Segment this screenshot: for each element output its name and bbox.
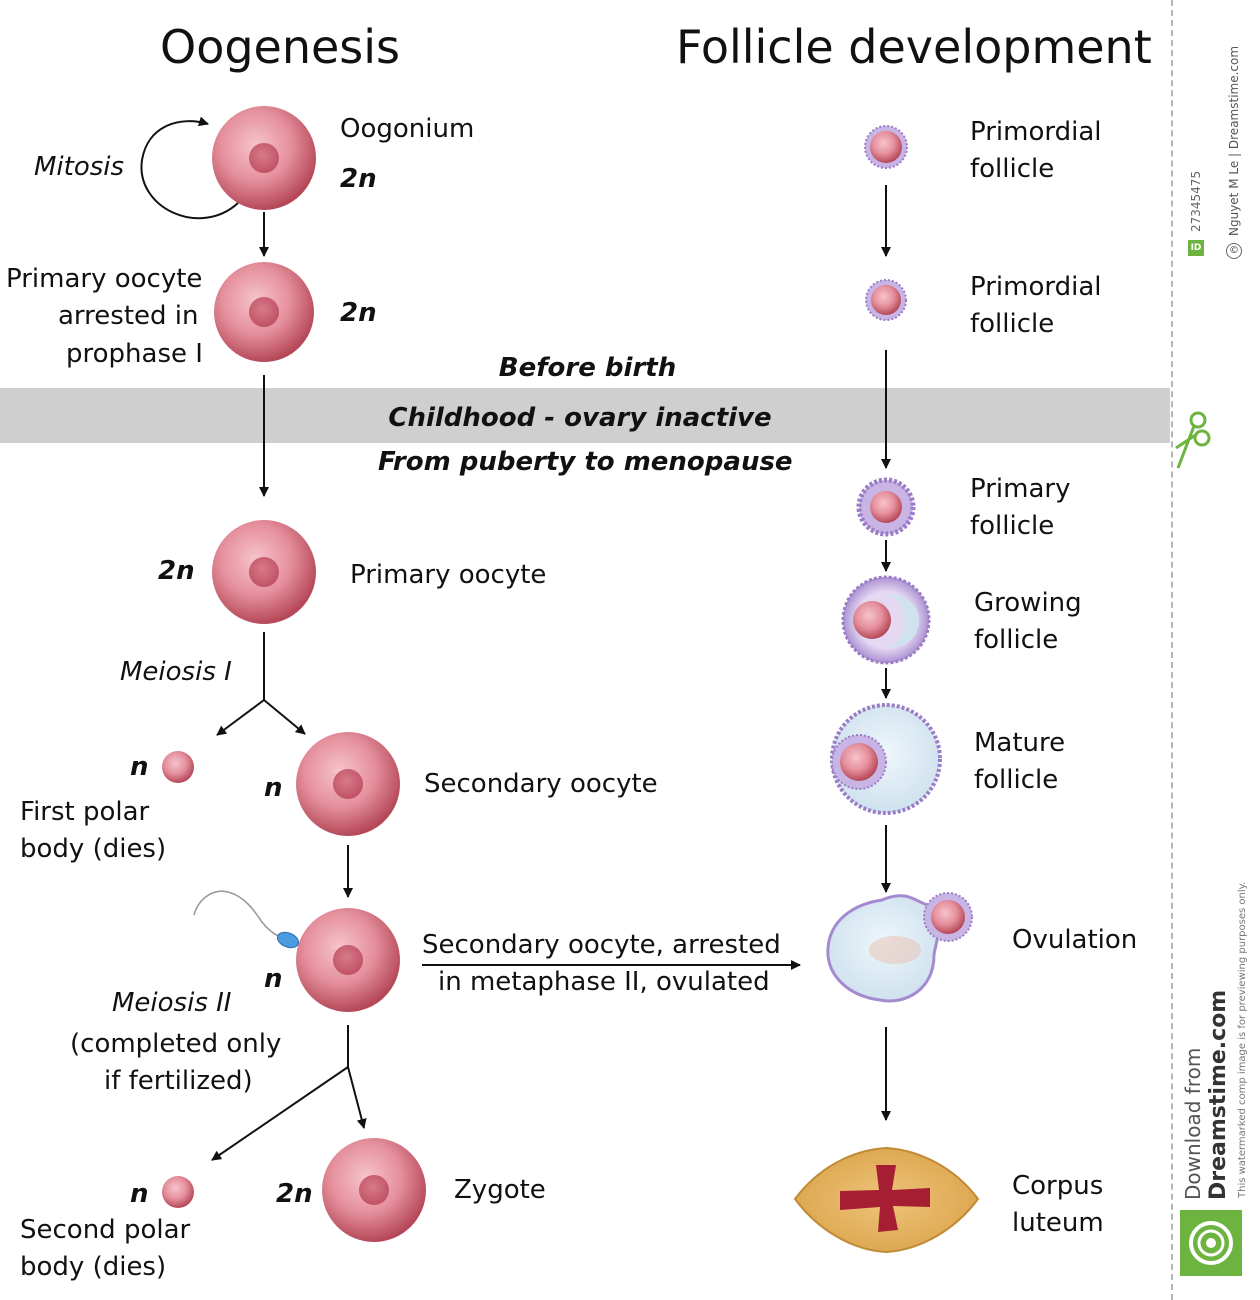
corpus-luteum-line2: luteum	[1012, 1208, 1104, 1238]
growing-follicle	[841, 575, 931, 665]
timeline-band	[0, 388, 1170, 443]
primordial-follicle-1	[864, 125, 908, 169]
oogonium-ploidy: 2n	[340, 164, 377, 194]
mature-follicle-line1: Mature	[974, 728, 1066, 758]
mitosis-label: Mitosis	[34, 152, 125, 182]
primary-follicle-line2: follicle	[970, 511, 1055, 541]
image-id: 27345475	[1189, 170, 1203, 232]
secondary-oocyte-ploidy: n	[264, 773, 283, 803]
secondary-oocyte-cell	[296, 732, 400, 836]
preview-notice: This watermarked comp image is for previ…	[1237, 881, 1248, 1198]
oogonium-label: Oogonium	[340, 114, 475, 144]
second-polar-ploidy: n	[130, 1179, 149, 1209]
first-polar-body-cell	[162, 751, 194, 783]
primary-arrested-line1: Primary oocyte	[6, 264, 203, 294]
mature-follicle	[830, 703, 942, 815]
follicle-development-heading: Follicle development	[676, 20, 1152, 74]
ovulated-line1: Secondary oocyte, arrested	[422, 930, 781, 960]
meiosis-2-note-line2: if fertilized)	[104, 1066, 253, 1096]
second-polar-body-cell	[162, 1176, 194, 1208]
growing-follicle-line2: follicle	[974, 625, 1059, 655]
corpus-luteum-line1: Corpus	[1012, 1171, 1104, 1201]
primordial-follicle-2	[865, 279, 907, 321]
primordial-1-line1: Primordial	[970, 117, 1102, 147]
fertilized-oocyte-cell	[296, 908, 400, 1012]
primary-oocyte-label: Primary oocyte	[350, 560, 547, 590]
growing-follicle-line1: Growing	[974, 588, 1082, 618]
primary-arrested-line2: arrested in	[58, 301, 199, 331]
meiosis-2-label: Meiosis II	[112, 988, 232, 1018]
first-polar-line2: body (dies)	[20, 834, 167, 864]
zygote-ploidy: 2n	[276, 1179, 313, 1209]
ovulation-follicle	[826, 892, 973, 1003]
ovulated-line2: in metaphase II, ovulated	[438, 967, 770, 997]
watermark-divider	[1171, 0, 1173, 1300]
primary-oocyte-arrested-cell	[214, 262, 314, 362]
zygote-label: Zygote	[454, 1175, 546, 1205]
dreamstime-logo-icon	[1180, 1210, 1242, 1276]
download-from-text: Download from	[1181, 1047, 1205, 1200]
oogonium-cell	[212, 106, 316, 210]
primordial-1-line2: follicle	[970, 154, 1055, 184]
diagram-graphics	[140, 106, 980, 1254]
sperm-icon	[193, 890, 300, 949]
corpus-luteum	[793, 1146, 980, 1254]
first-polar-ploidy: n	[130, 752, 149, 782]
ovulation-label: Ovulation	[1012, 925, 1138, 955]
meiosis-1-label: Meiosis I	[120, 657, 232, 687]
second-polar-line1: Second polar	[20, 1215, 191, 1245]
zygote-cell	[322, 1138, 426, 1242]
primordial-2-line1: Primordial	[970, 272, 1102, 302]
fertilization-ploidy: n	[264, 964, 283, 994]
mature-follicle-line2: follicle	[974, 765, 1059, 795]
before-birth-label: Before birth	[498, 353, 677, 383]
primary-arrested-ploidy: 2n	[340, 298, 377, 328]
meiosis-2-note-line1: (completed only	[70, 1029, 282, 1059]
secondary-oocyte-label: Secondary oocyte	[424, 769, 658, 799]
puberty-label: From puberty to menopause	[378, 447, 793, 477]
mitosis-loop-arrow	[140, 116, 239, 220]
copyright-icon: ©	[1226, 243, 1242, 259]
primary-oocyte-ploidy: 2n	[158, 556, 195, 586]
scissors-icon	[1175, 411, 1211, 469]
oogenesis-heading: Oogenesis	[160, 20, 401, 74]
primary-follicle-line1: Primary	[970, 474, 1071, 504]
primordial-2-line2: follicle	[970, 309, 1055, 339]
dreamstime-brand-text: Dreamstime.com	[1206, 989, 1231, 1200]
childhood-label: Childhood - ovary inactive	[388, 403, 772, 433]
primary-follicle	[856, 477, 916, 537]
credit-text: Nguyet M Le | Dreamstime.com	[1227, 45, 1241, 236]
primary-arrested-line3: prophase I	[66, 339, 203, 369]
first-polar-line1: First polar	[20, 797, 150, 827]
second-polar-line2: body (dies)	[20, 1252, 167, 1282]
id-badge-icon: ID	[1188, 240, 1204, 256]
primary-oocyte-cell	[212, 520, 316, 624]
oogenesis-arrows	[211, 212, 801, 1161]
